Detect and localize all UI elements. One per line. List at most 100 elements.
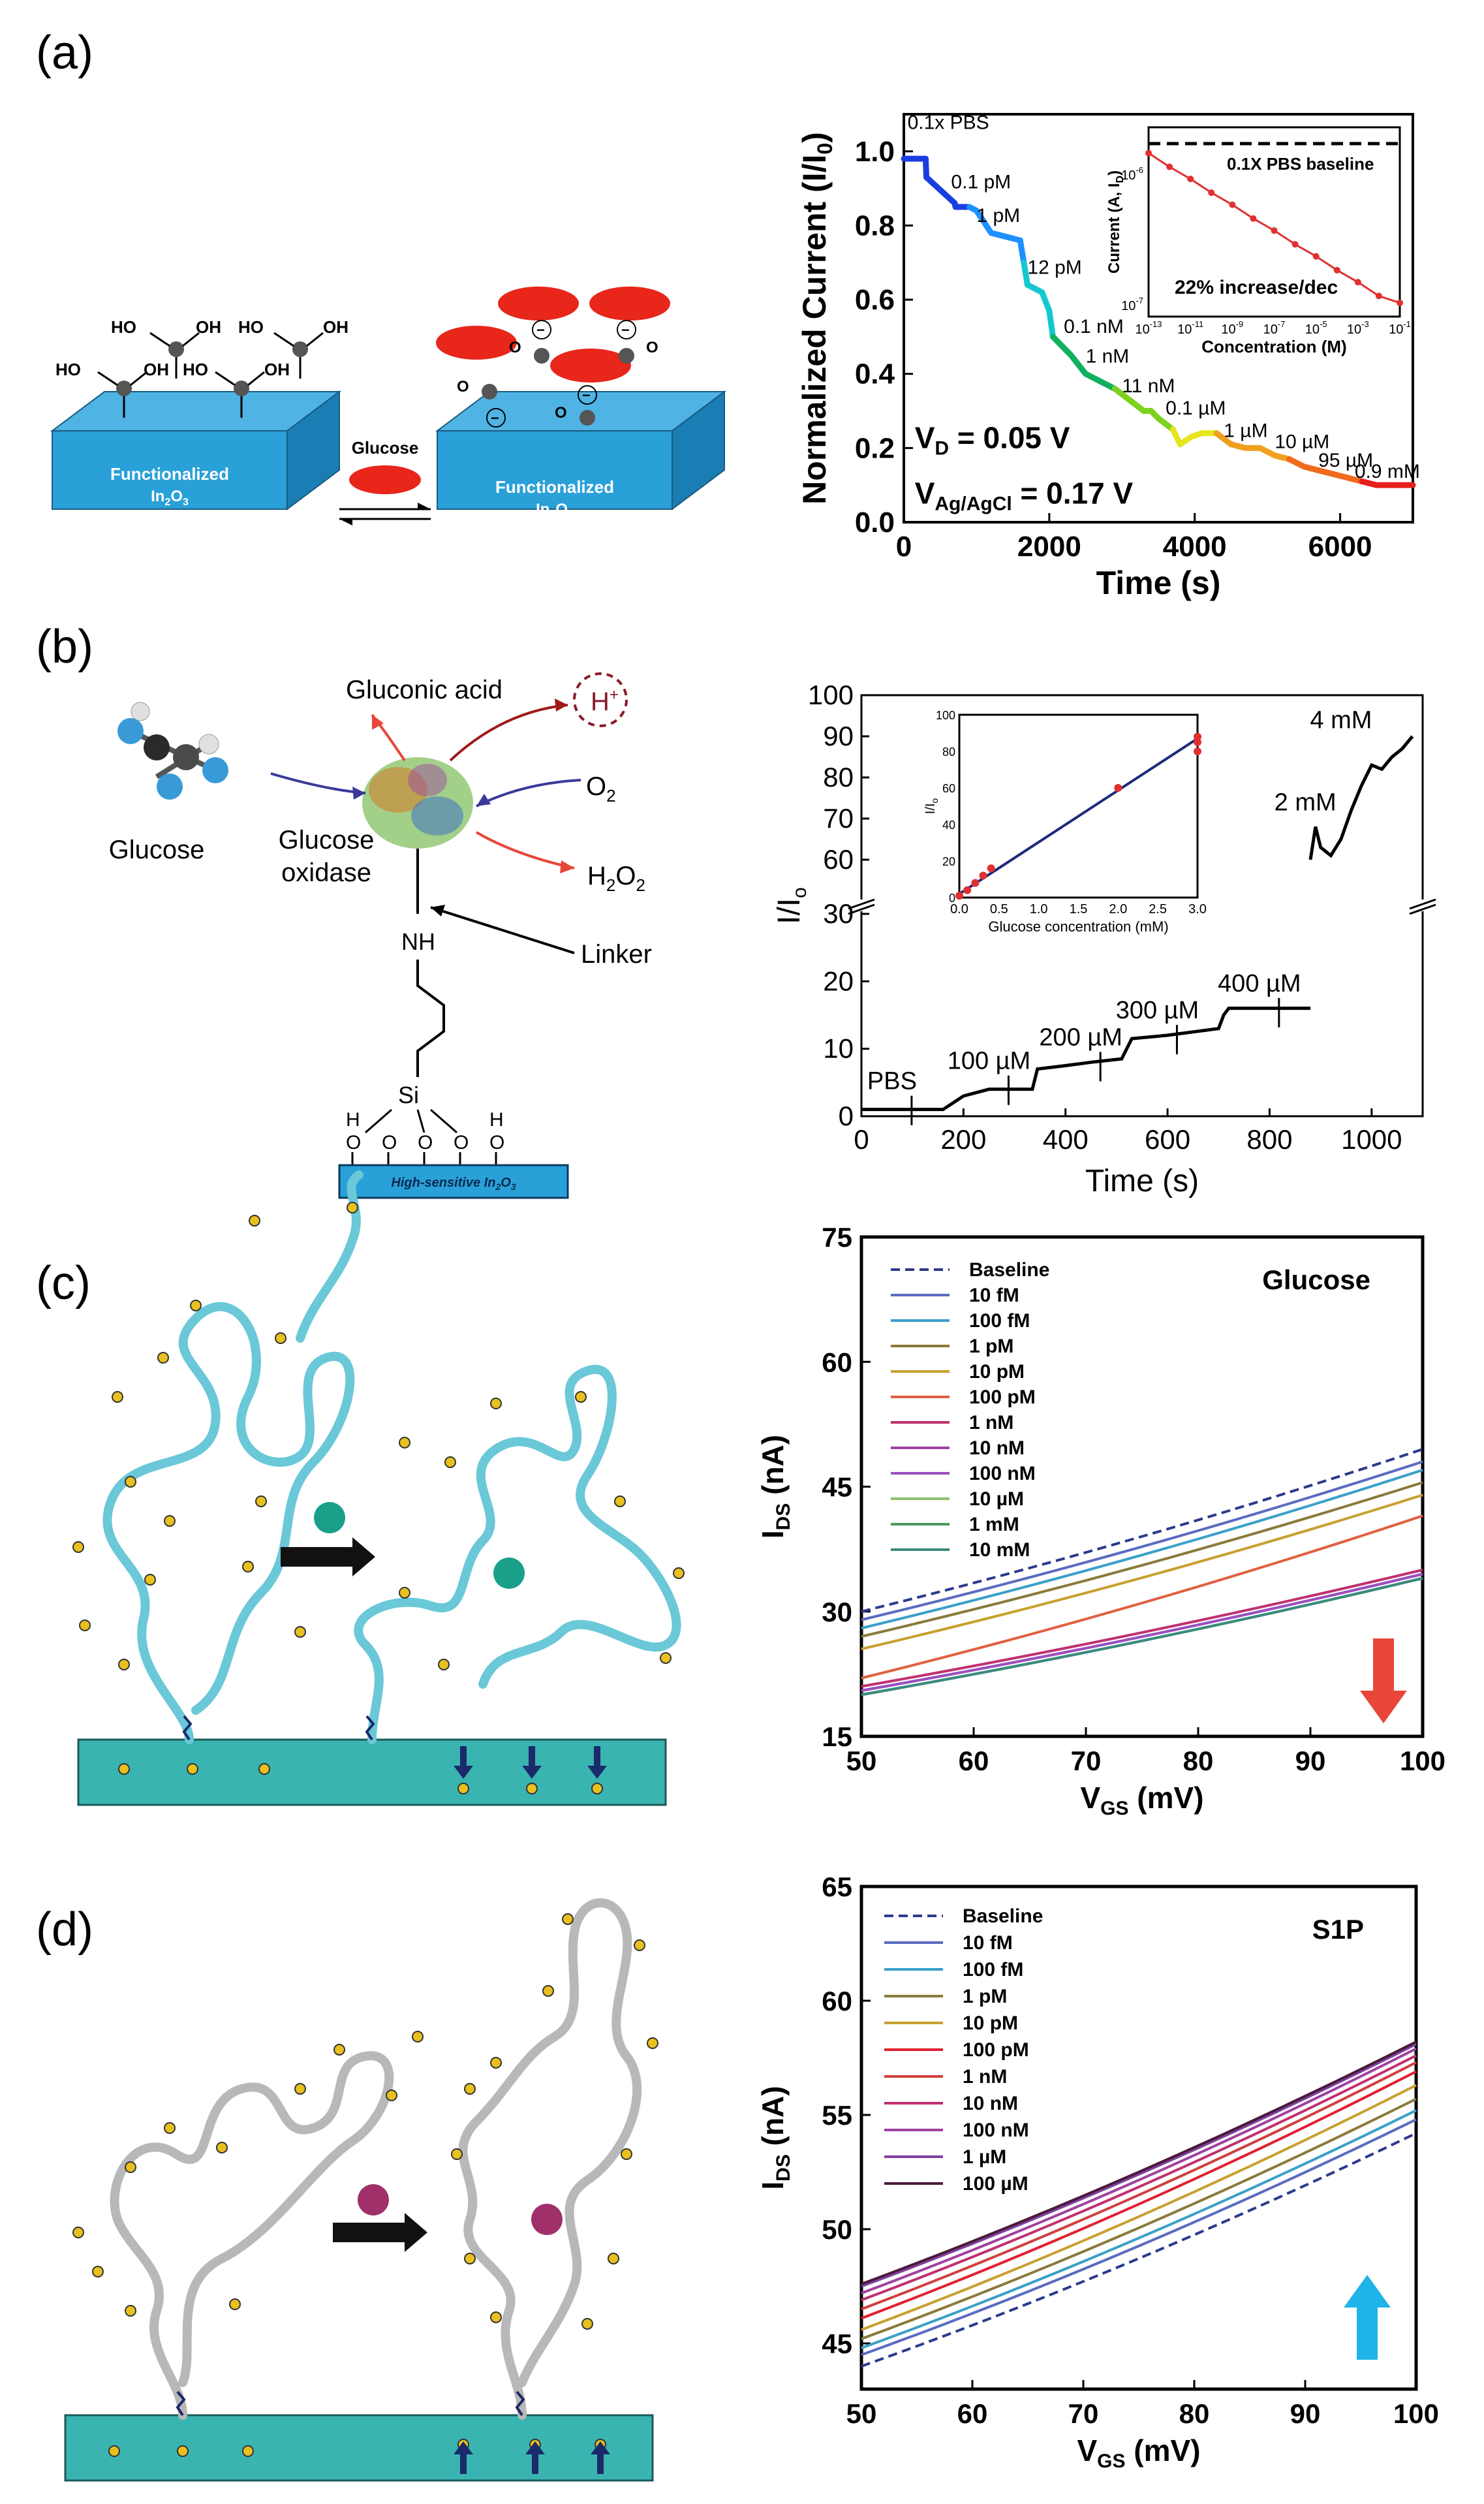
arrow-shaft [1373,1638,1394,1691]
s1p-sphere-icon [358,2184,389,2215]
inset-a-point [1145,149,1152,157]
legend-label: 1 nM [963,2066,1007,2088]
inset-b-x-tick-label: 1.5 [1070,902,1088,916]
svg-text:OH: OH [196,317,221,337]
step-annotation: 2 mM [1275,789,1337,816]
glucose-oxidase-scheme: Glucose Glucose oxidase Gluconic acid H+… [109,672,652,1199]
x-tick-label: 90 [1290,2398,1321,2429]
substrate-formula-right: In2O3 [536,501,574,521]
data-segment [1126,397,1147,415]
glucose-molecule [349,465,421,494]
inset-b-x-tick-label: 3.0 [1188,902,1207,916]
proton-label: H+ [591,686,619,716]
data-annotation: 1 µM [1224,420,1267,441]
transfer-curve [861,2070,1417,2320]
legend-label: 100 nM [963,2120,1029,2141]
legend-label: 100 nM [969,1463,1036,1484]
substrate-label-right: Functionalized [495,477,614,497]
glucose-label-a: Glucose [352,438,419,458]
inset-a-point [1250,215,1257,222]
proton-icon [573,672,628,727]
x-tick-label: 4000 [1163,531,1227,563]
x-tick-label: 1000 [1341,1124,1402,1155]
svg-text:OH: OH [323,317,348,337]
legend-label: 10 mM [969,1539,1030,1561]
x-axis-label: VGS (mV) [1077,2434,1200,2472]
step-annotation: PBS [867,1068,917,1095]
inset-b-point [979,871,987,880]
y-tick-label: 75 [822,1222,852,1253]
svg-text:O: O [646,339,658,356]
surface-groups: H O O O O H O [346,1108,504,1165]
data-segment [1111,385,1132,403]
o2-label: O2 [586,772,616,806]
inset-a-x-tick-label: 10-3 [1347,319,1369,337]
svg-text:−: − [491,410,499,426]
glucose-oxidase-label-1: Glucose [279,826,375,854]
inset-b-y-tick-label: 40 [942,819,955,832]
inset-a-point [1291,241,1299,248]
transfer-curve [861,1481,1423,1638]
y-tick-label: 50 [822,2214,852,2245]
y-tick-label: 0.2 [855,432,895,464]
arrow-right-icon [281,1537,375,1576]
y-tick-label: 0.0 [855,507,895,539]
inset-a-point [1397,299,1403,306]
gluconic-acid-label: Gluconic acid [346,676,502,704]
y-tick-label: 0.8 [855,210,895,242]
glucose-oxidase-label-2: oxidase [281,858,371,887]
data-annotation: 1 nM [1086,346,1130,368]
inset-a-x-tick-label: 10-11 [1177,319,1203,337]
x-tick-label: 0 [896,531,912,563]
y-tick-label: 90 [823,721,854,751]
svg-text:O: O [457,378,469,396]
x-tick-label: 90 [1295,1745,1326,1776]
inset-a-point [1229,201,1236,208]
transfer-curve [861,2054,1417,2302]
data-series-lower [861,1007,1310,1112]
x-tick-label: 70 [1068,2398,1099,2429]
arrow-down-icon [1360,1638,1407,1723]
inset-a-point [1187,176,1194,183]
inset-b-point [963,886,972,894]
chart-a-frame [903,113,1414,524]
y-tick-label: 15 [822,1721,852,1752]
y-tick-label: 70 [823,803,854,834]
data-segment [1039,289,1053,314]
data-segment [1068,352,1089,377]
legend-label: 100 fM [969,1310,1030,1332]
aptamer-glucose-scheme [72,1170,685,1806]
svg-text:O: O [382,1132,397,1153]
chart-title: S1P [1312,1914,1364,1945]
inset-a-x-tick-label: 10-1 [1389,319,1411,337]
up-arrows [454,2441,610,2474]
x-tick-label: 600 [1145,1124,1190,1155]
chart-c-frame [859,1235,1425,1738]
x-tick-label: 60 [959,1745,989,1776]
transfer-curve [861,2084,1417,2331]
x-axis-label: Time (s) [1096,565,1221,601]
svg-text:HO: HO [183,360,208,379]
transfer-curve [861,2047,1417,2294]
svg-text:O: O [346,1132,361,1153]
transfer-curve [861,2041,1417,2285]
axis-break-mark [848,903,875,915]
step-annotation: 200 µM [1039,1024,1122,1052]
inset-a-point [1271,227,1278,234]
x-tick-label: 0 [854,1124,869,1155]
legend-label: 10 nM [969,1437,1025,1459]
data-annotation: 12 pM [1027,257,1081,278]
step-annotation: 4 mM [1310,706,1372,734]
substrate-b [338,1164,569,1199]
inset-b-point [955,892,963,900]
data-segment [1017,237,1027,266]
legend-label: 10 nM [963,2093,1018,2114]
y-tick-label: 45 [822,2328,852,2359]
y-tick-label: 60 [822,1986,852,2016]
arrow-up-icon [1344,2275,1391,2360]
panel-label-a: (a) [36,27,93,79]
legend-label: Baseline [963,1905,1043,1927]
